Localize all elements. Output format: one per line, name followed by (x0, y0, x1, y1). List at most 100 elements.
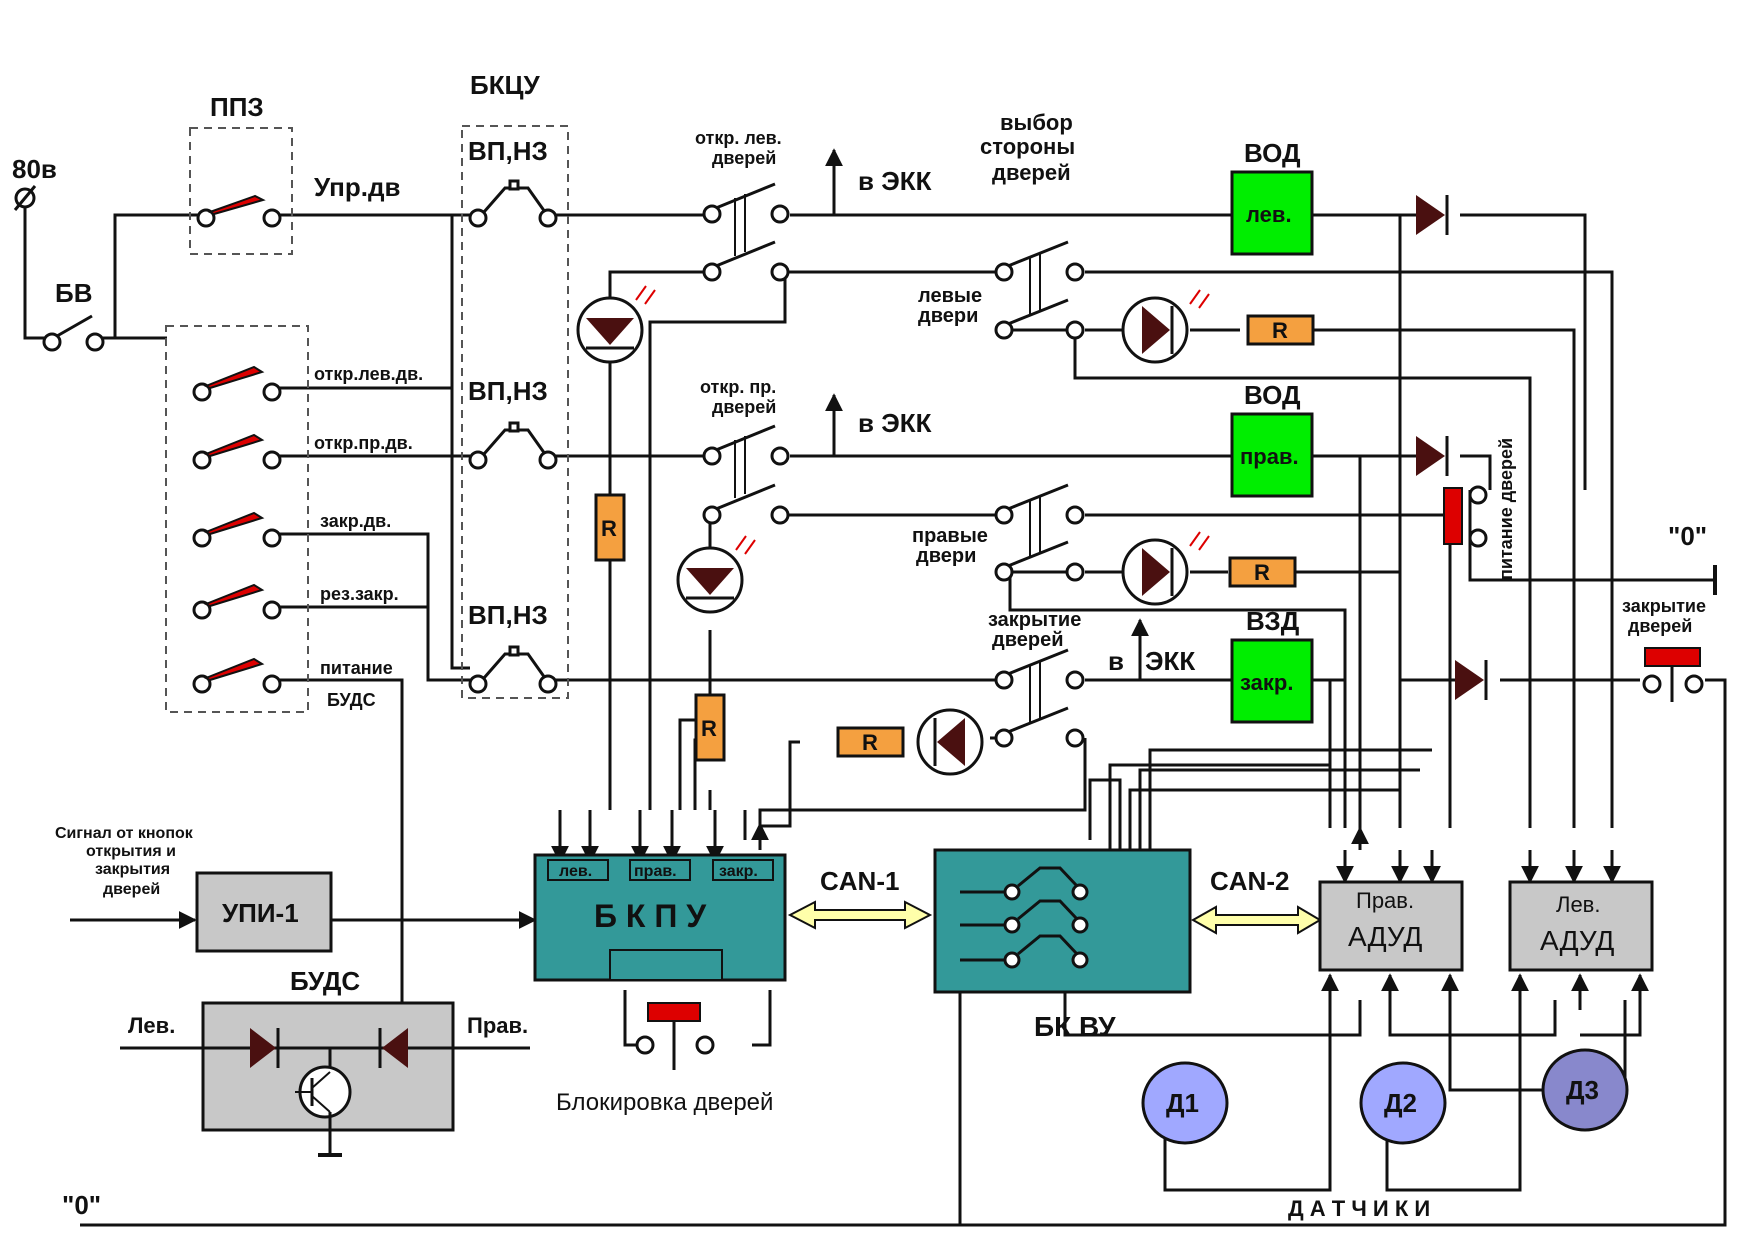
resistor-label: R (601, 516, 617, 541)
door-power-label: питание дверей (1496, 438, 1516, 580)
bkcu-switch-1-label: ВП,НЗ (468, 136, 548, 166)
ekk-label-2: в ЭКК (858, 408, 932, 438)
led-close (916, 708, 984, 776)
button-close[interactable] (192, 511, 282, 548)
supply-voltage-label: 80в (12, 154, 57, 184)
label-open-left: откр.лев.дв. (314, 364, 423, 384)
relay-side-select-label: выбор стороны дверей (980, 110, 1075, 185)
bkvu-title: БК ВУ (1034, 1011, 1116, 1042)
button-open-left[interactable] (192, 365, 282, 402)
bkpu-tab-close: закр. (719, 863, 758, 880)
upr-dv-label: Упр.дв (314, 172, 400, 202)
led-right-1 (676, 535, 756, 614)
relay-open-left-label-2: дверей (712, 148, 776, 168)
signal-text-3: закрытия (95, 861, 170, 878)
door-closing-label-1: закрытие (1622, 596, 1706, 616)
side-select-1: выбор (1000, 110, 1073, 135)
signal-source: Сигнал от кнопок открытия и закрытия две… (55, 825, 194, 898)
bkpu-title: Б К П У (594, 898, 707, 934)
upi-block: УПИ-1 (195, 871, 333, 953)
buds-block: БУДС Лев. Прав. (128, 966, 528, 1157)
vzd-title: ВЗД (1246, 606, 1300, 636)
left-doors-1: левые (918, 285, 982, 307)
door-power-switch[interactable]: питание дверей (1443, 438, 1516, 580)
sensor-d1-label: Д1 (1166, 1088, 1199, 1118)
relay-open-left-label-1: откр. лев. (695, 128, 782, 148)
vzd-label: закр. (1240, 670, 1293, 695)
door-closing-button[interactable]: закрытие дверей (1622, 596, 1706, 702)
button-open-right[interactable] (192, 433, 282, 470)
sensor-d3 (1541, 1048, 1629, 1132)
bkpu-tab-right: прав. (634, 863, 677, 880)
bv-switch: БВ (42, 278, 105, 352)
can2-label: CAN-2 (1210, 866, 1289, 896)
bkpu-block: лев. прав. закр. Б К П У (533, 853, 787, 982)
sensor-d1 (1141, 1061, 1229, 1145)
relay-open-right-label-2: дверей (712, 397, 776, 417)
sensor-d2-label: Д2 (1384, 1088, 1417, 1118)
vod-title-2: ВОД (1244, 380, 1301, 410)
label-open-right: откр.пр.дв. (314, 433, 413, 453)
label-power-1: питание (320, 658, 393, 678)
sensors: Д1 Д2 Д3 Д А Т Ч И К И (1141, 1048, 1629, 1221)
led-left-1 (576, 285, 656, 364)
wiring (23, 160, 1727, 1227)
door-lock-label: Блокировка дверей (556, 1089, 773, 1116)
resistor-label: R (862, 730, 878, 755)
signal-text-2: открытия и (86, 843, 176, 860)
door-closing-label-2: дверей (1628, 616, 1692, 636)
led-right-2 (1121, 531, 1210, 606)
ekk-label-1: в ЭКК (858, 166, 932, 196)
ppz-block: ППЗ Упр.дв (189, 92, 400, 255)
bkcu-switch-2-label: ВП,НЗ (468, 376, 548, 406)
adud-right-line1: Прав. (1356, 888, 1414, 913)
relay-closing: закрытие дверей (988, 609, 1085, 748)
resistor-label: R (701, 716, 717, 741)
door-lock-button[interactable]: Блокировка дверей (556, 1002, 773, 1116)
adud-right-block: Прав. АДУД (1318, 880, 1464, 972)
buds-left-label: Лев. (128, 1013, 175, 1038)
can2-link: CAN-2 (1190, 866, 1322, 935)
closing-1: закрытие (988, 609, 1081, 631)
can1-link: CAN-1 (787, 866, 933, 930)
vod-left-block: ВОД лев. (1230, 138, 1314, 256)
relay-open-left: откр. лев. дверей (695, 128, 790, 282)
supply-terminal: 80в (12, 154, 57, 211)
vod-right-label: прав. (1240, 444, 1299, 469)
ekk-label-3-part1: в (1108, 646, 1124, 676)
bkcu-title: БКЦУ (470, 70, 541, 100)
adud-right-line2: АДУД (1348, 921, 1422, 952)
sensors-title: Д А Т Ч И К И (1288, 1196, 1430, 1221)
button-power-buds[interactable] (192, 657, 282, 694)
adud-left-line2: АДУД (1540, 925, 1614, 956)
resistor-label: R (1254, 560, 1270, 585)
sensor-d2 (1359, 1061, 1447, 1145)
bv-label: БВ (55, 278, 92, 308)
vod-left-label: лев. (1246, 202, 1292, 227)
signal-text-1: Сигнал от кнопок (55, 825, 194, 842)
label-reserve-close: рез.закр. (320, 584, 399, 604)
vzd-block: ВЗД закр. (1230, 606, 1314, 724)
button-panel: откр.лев.дв. откр.пр.дв. закр.дв. рез.за… (165, 325, 423, 713)
bkcu-block: БКЦУ ВП,НЗ ВП,НЗ ВП,НЗ (461, 70, 569, 699)
left-doors-2: двери (918, 305, 978, 327)
resistors: R R R R R (594, 314, 1315, 762)
can1-label: CAN-1 (820, 866, 899, 896)
relay-right-doors: правые двери (912, 483, 1085, 582)
button-reserve-close[interactable] (192, 583, 282, 620)
side-select-2: стороны (980, 134, 1075, 159)
zero-right: "0" (1668, 521, 1717, 595)
bkcu-switch-3-label: ВП,НЗ (468, 600, 548, 630)
adud-left-block: Лев. АДУД (1508, 880, 1654, 972)
zero-right-label: "0" (1668, 521, 1707, 551)
sensor-d3-label: Д3 (1566, 1075, 1599, 1105)
bkpu-tab-left: лев. (559, 863, 592, 880)
closing-2: дверей (992, 629, 1063, 651)
diodes-right (1416, 195, 1488, 700)
led-left-2 (1121, 289, 1210, 364)
right-doors-1: правые (912, 525, 988, 547)
vod-right-block: ВОД прав. (1230, 380, 1314, 498)
right-doors-2: двери (916, 545, 976, 567)
adud-left-line1: Лев. (1556, 892, 1600, 917)
